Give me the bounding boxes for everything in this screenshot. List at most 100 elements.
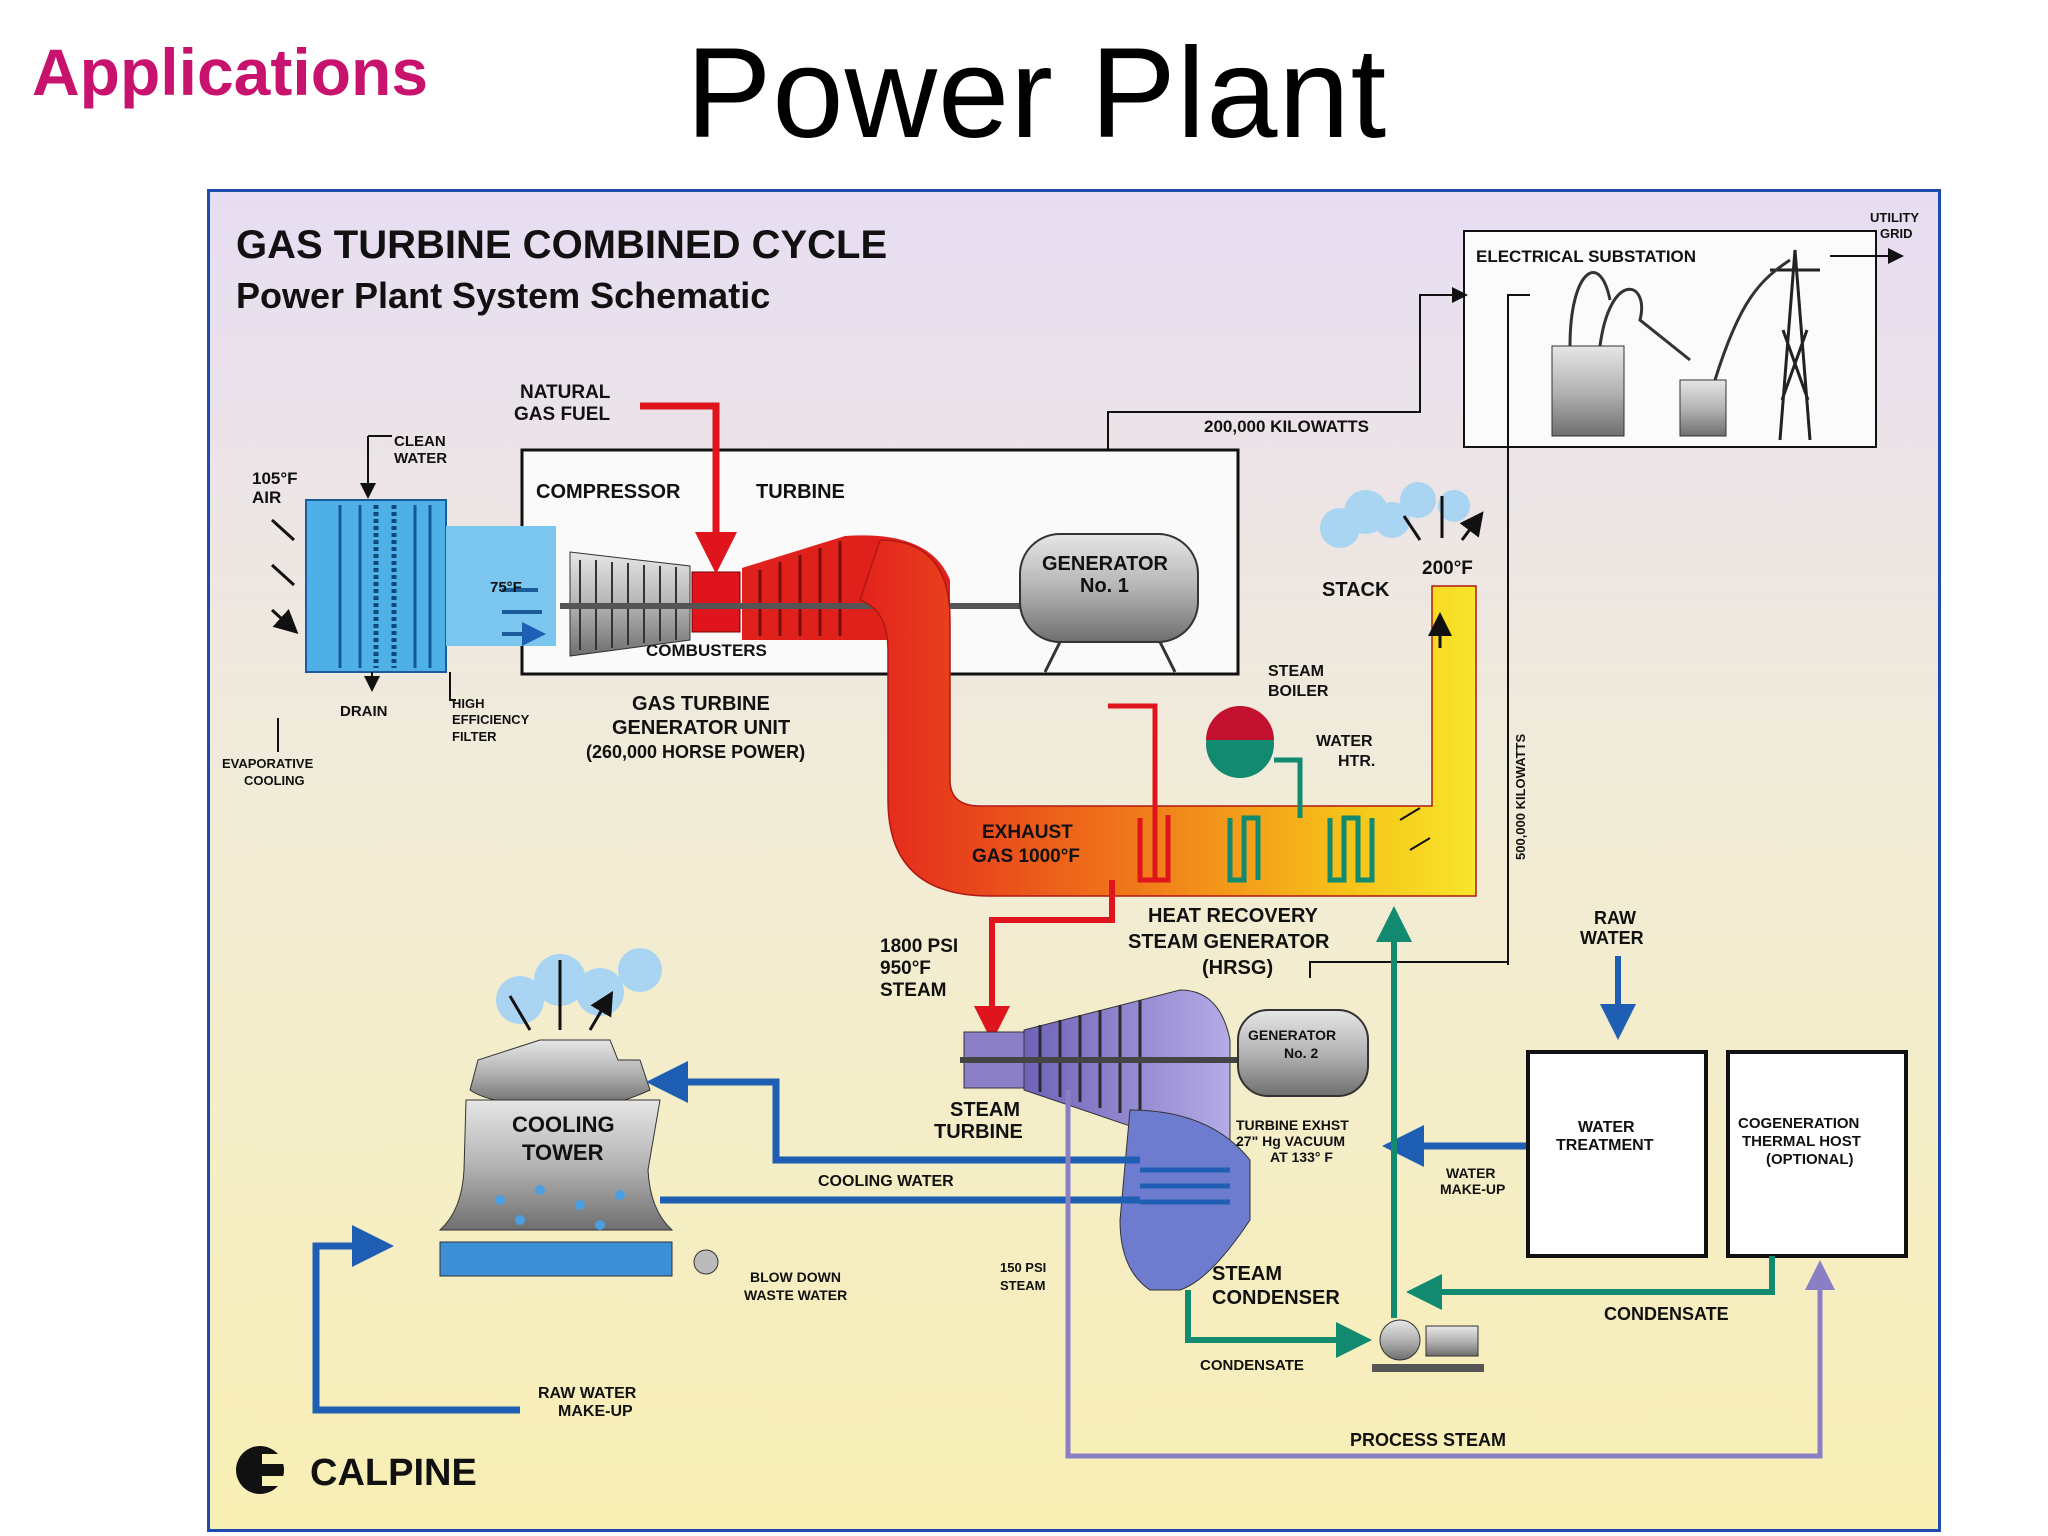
generator-2 bbox=[1237, 1009, 1369, 1097]
steam-turbine-label-1: STEAM bbox=[950, 1099, 1020, 1121]
schematic-title: GAS TURBINE COMBINED CYCLE bbox=[236, 223, 887, 267]
cogen-label-1: COGENERATION bbox=[1738, 1115, 1859, 1132]
water-htr-label-1: WATER bbox=[1316, 733, 1373, 750]
temp-75-label: 75°F bbox=[490, 579, 522, 596]
cogen-box bbox=[1726, 1050, 1908, 1258]
stack-temp-label: 200°F bbox=[1422, 558, 1473, 579]
water-treatment-box bbox=[1526, 1050, 1708, 1258]
clean-water-label-2: WATER bbox=[394, 450, 447, 467]
raw-water-makeup-line bbox=[312, 1225, 520, 1414]
combusters-label: COMBUSTERS bbox=[646, 641, 767, 660]
steam-1800-label-1: 1800 PSI bbox=[880, 936, 958, 957]
gt-unit-label-3: (260,000 HORSE POWER) bbox=[586, 742, 805, 762]
substation-label: ELECTRICAL SUBSTATION bbox=[1476, 247, 1696, 266]
filter-label-1: HIGH bbox=[452, 696, 485, 711]
exhaust-label-1: EXHAUST bbox=[982, 822, 1073, 843]
drain-label: DRAIN bbox=[340, 703, 388, 720]
steam-condenser-label-2: CONDENSER bbox=[1212, 1287, 1340, 1309]
electrical-substation: ELECTRICAL SUBSTATION bbox=[1463, 230, 1877, 448]
schematic-subtitle: Power Plant System Schematic bbox=[236, 275, 770, 316]
calpine-logo-text: CALPINE bbox=[310, 1452, 477, 1494]
transmission-tower-icon bbox=[1770, 249, 1820, 441]
blow-down-label-1: BLOW DOWN bbox=[750, 1269, 841, 1285]
turb-exhst-label-2: 27" Hg VACUUM bbox=[1236, 1133, 1345, 1149]
water-treatment-label-1: WATER bbox=[1578, 1119, 1635, 1136]
natural-gas-line bbox=[640, 402, 737, 574]
hrsg-coils bbox=[1108, 703, 1375, 883]
cooling-tower-label-2: TOWER bbox=[522, 1140, 604, 1165]
water-makeup-label-1: WATER bbox=[1446, 1165, 1496, 1181]
gen1-power-line bbox=[1107, 287, 1468, 520]
kw-200-label: 200,000 KILOWATTS bbox=[1204, 417, 1369, 436]
blow-down-label-2: WASTE WATER bbox=[744, 1287, 847, 1303]
process-steam-label: PROCESS STEAM bbox=[1350, 1430, 1506, 1450]
gen2-label-1: GENERATOR bbox=[1248, 1027, 1336, 1043]
schematic-frame bbox=[207, 189, 1941, 1532]
evap-label-2: COOLING bbox=[244, 773, 305, 788]
gt-unit-label-2: GENERATOR UNIT bbox=[612, 717, 790, 739]
turb-exhst-label-3: AT 133° F bbox=[1270, 1149, 1333, 1165]
gt-unit-label-1: GAS TURBINE bbox=[632, 693, 770, 715]
steam-150-label-2: STEAM bbox=[1000, 1278, 1046, 1293]
steam-boiler-label-2: BOILER bbox=[1268, 683, 1329, 700]
steam-150-label-1: 150 PSI bbox=[1000, 1260, 1046, 1275]
gen2-label-2: No. 2 bbox=[1284, 1045, 1318, 1061]
turb-exhst-label-1: TURBINE EXHST bbox=[1236, 1117, 1349, 1133]
section-label: Applications bbox=[32, 35, 429, 109]
air-temp-label: 105°F bbox=[252, 469, 298, 488]
gen1-label-1: GENERATOR bbox=[1042, 553, 1168, 575]
combuster-icon bbox=[691, 571, 741, 633]
condensate-label-right: CONDENSATE bbox=[1604, 1304, 1729, 1324]
kw-500-label: 500,000 KILOWATTS bbox=[1513, 733, 1528, 860]
condensate-line bbox=[1185, 1290, 1372, 1358]
steam-1800-label-2: 950°F bbox=[880, 958, 931, 979]
cooling-tower bbox=[438, 1039, 674, 1277]
filter-label-3: FILTER bbox=[452, 729, 497, 744]
water-makeup-label-2: MAKE-UP bbox=[1440, 1181, 1505, 1197]
process-steam-line bbox=[1065, 1090, 1835, 1459]
cogen-label-3: (OPTIONAL) bbox=[1766, 1151, 1854, 1168]
evap-label-1: EVAPORATIVE bbox=[222, 756, 314, 771]
hrsg-label-2: STEAM GENERATOR bbox=[1128, 931, 1330, 953]
hp-steam-line bbox=[974, 880, 1115, 1042]
air-label: AIR bbox=[252, 488, 281, 507]
stack-label: STACK bbox=[1322, 579, 1390, 601]
steam-condenser-label-1: STEAM bbox=[1212, 1263, 1282, 1285]
clean-water-label-1: CLEAN bbox=[394, 433, 446, 450]
cooling-tower-label-1: COOLING bbox=[512, 1112, 615, 1137]
feedwater-pump-icon bbox=[1372, 1319, 1484, 1372]
gen2-power-line bbox=[1507, 294, 1530, 965]
utility-grid-label-2: GRID bbox=[1880, 226, 1913, 241]
transformer-large bbox=[1551, 345, 1625, 437]
slide-title: Power Plant bbox=[686, 22, 1388, 165]
natural-gas-label-2: GAS FUEL bbox=[514, 404, 610, 425]
transformer-small bbox=[1679, 379, 1727, 437]
steam-1800-label-3: STEAM bbox=[880, 980, 947, 1001]
blow-down-valve-icon bbox=[693, 1249, 719, 1275]
hrsg-duct bbox=[859, 539, 1477, 897]
utility-grid-label-1: UTILITY bbox=[1870, 210, 1919, 225]
raw-makeup-label-2: MAKE-UP bbox=[558, 1403, 633, 1420]
compressor-label: COMPRESSOR bbox=[536, 481, 681, 503]
condensate-return-line bbox=[1406, 1256, 1775, 1310]
filter-label-2: EFFICIENCY bbox=[452, 712, 530, 727]
raw-makeup-label-1: RAW WATER bbox=[538, 1385, 637, 1402]
air-intake-filter bbox=[305, 499, 556, 673]
raw-water-label-2: WATER bbox=[1580, 928, 1644, 948]
steam-condenser bbox=[1119, 1109, 1251, 1291]
generator-1 bbox=[1019, 533, 1199, 673]
water-treatment-label-2: TREATMENT bbox=[1556, 1137, 1654, 1154]
exhaust-label-2: GAS 1000°F bbox=[972, 846, 1080, 867]
gen1-label-2: No. 1 bbox=[1080, 575, 1129, 597]
hrsg-label-1: HEAT RECOVERY bbox=[1148, 905, 1319, 927]
steam-turbine-label-2: TURBINE bbox=[934, 1121, 1023, 1143]
calpine-logo: CALPINE bbox=[236, 1446, 477, 1494]
condensate-label: CONDENSATE bbox=[1200, 1357, 1304, 1374]
cooling-water-out-line bbox=[646, 1061, 1140, 1164]
hrsg-label-3: (HRSG) bbox=[1202, 957, 1273, 979]
cooling-water-label: COOLING WATER bbox=[818, 1173, 954, 1190]
steam-boiler-label-1: STEAM bbox=[1268, 663, 1324, 680]
turbine-label: TURBINE bbox=[756, 481, 845, 503]
raw-water-label-1: RAW bbox=[1594, 908, 1636, 928]
